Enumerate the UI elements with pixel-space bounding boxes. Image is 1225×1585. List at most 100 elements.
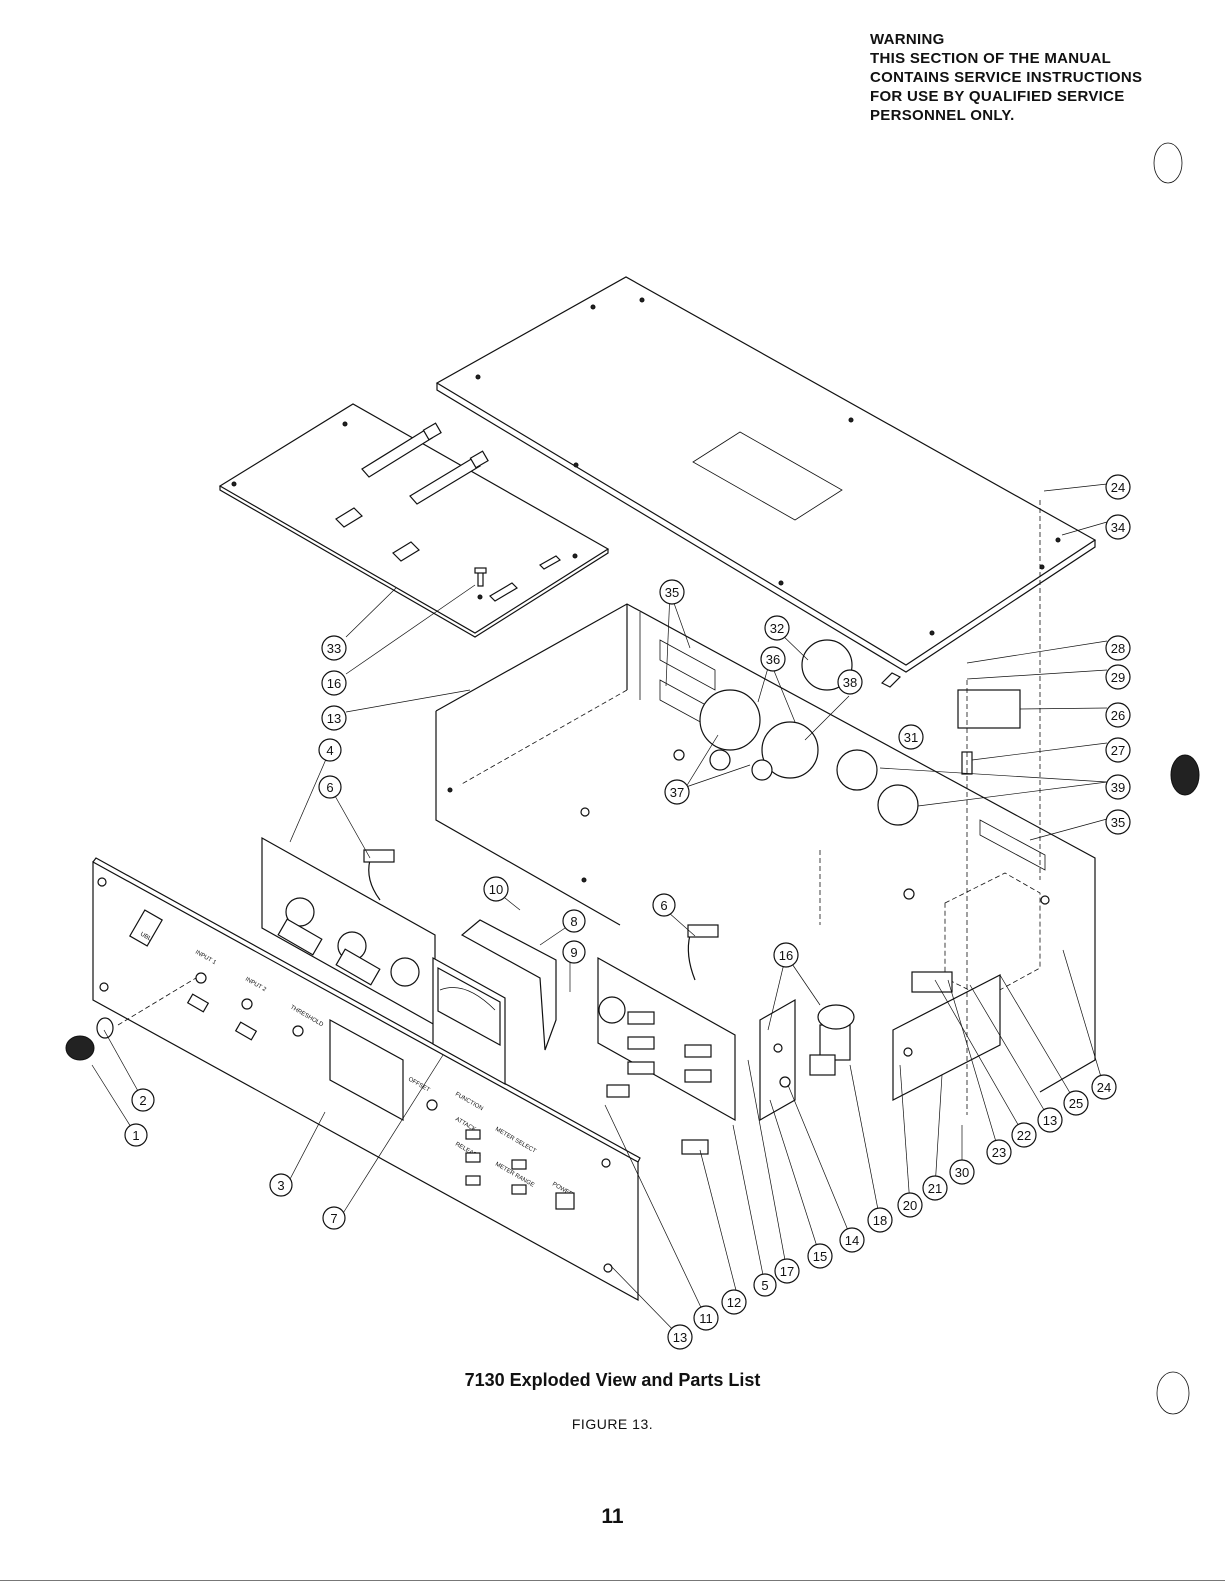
bottom-rule [0, 1580, 1225, 1581]
input-board [261, 836, 436, 1027]
svg-text:29: 29 [1111, 670, 1125, 685]
main-circuit-board [218, 403, 610, 638]
callout-13a: 13 [321, 705, 347, 731]
callout-16b: 16 [773, 942, 799, 968]
callout-26: 26 [1105, 702, 1131, 728]
svg-text:1: 1 [132, 1128, 139, 1143]
callout-13c: 13 [1037, 1107, 1063, 1133]
svg-text:11: 11 [699, 1311, 713, 1326]
svg-text:3: 3 [277, 1178, 284, 1193]
meter [432, 919, 557, 1086]
svg-text:6: 6 [660, 898, 667, 913]
svg-text:38: 38 [843, 675, 857, 690]
connectors [699, 639, 1041, 999]
svg-text:39: 39 [1111, 780, 1125, 795]
svg-text:13: 13 [673, 1330, 687, 1345]
callout-13b: 13 [667, 1324, 693, 1350]
svg-text:12: 12 [727, 1295, 741, 1310]
svg-text:28: 28 [1111, 641, 1125, 656]
svg-text:10: 10 [489, 882, 503, 897]
warning-line-1: THIS SECTION OF THE MANUAL [870, 50, 1112, 67]
svg-text:14: 14 [845, 1233, 859, 1248]
svg-text:9: 9 [570, 945, 577, 960]
callout-4: 4 [318, 738, 342, 762]
power-bracket [759, 974, 1001, 1122]
svg-text:13: 13 [1043, 1113, 1057, 1128]
callout-18: 18 [867, 1207, 893, 1233]
callout-25: 25 [1063, 1090, 1089, 1116]
svg-text:21: 21 [928, 1181, 942, 1196]
svg-text:34: 34 [1111, 520, 1125, 535]
callout-20: 20 [897, 1192, 923, 1218]
svg-text:16: 16 [779, 948, 793, 963]
callout-21: 21 [922, 1175, 948, 1201]
svg-text:23: 23 [992, 1145, 1006, 1160]
svg-text:4: 4 [326, 743, 333, 758]
figure-caption: 7130 Exploded View and Parts List [464, 1370, 761, 1390]
page-number: 11 [601, 1505, 624, 1528]
callout-31: 31 [898, 724, 924, 750]
svg-text:18: 18 [873, 1213, 887, 1228]
svg-text:26: 26 [1111, 708, 1125, 723]
svg-text:20: 20 [903, 1198, 917, 1213]
svg-text:35: 35 [665, 585, 679, 600]
svg-text:35: 35 [1111, 815, 1125, 830]
callout-24a: 24 [1105, 474, 1131, 500]
callout-16a: 16 [321, 670, 347, 696]
svg-text:15: 15 [813, 1249, 827, 1264]
callout-3: 3 [269, 1173, 293, 1197]
svg-text:6: 6 [326, 780, 333, 795]
callout-30: 30 [949, 1159, 975, 1185]
warning-heading: WARNING [870, 31, 945, 48]
callout-35b: 35 [1105, 809, 1131, 835]
callout-15: 15 [807, 1243, 833, 1269]
callout-28: 28 [1105, 635, 1131, 661]
front-panel: UBL INPUT 1 INPUT 2 THRESHOLD OFFSET FUN… [92, 857, 641, 1302]
svg-text:24: 24 [1111, 480, 1125, 495]
svg-text:27: 27 [1111, 743, 1125, 758]
warning-line-4: PERSONNEL ONLY. [870, 107, 1015, 124]
svg-text:16: 16 [327, 676, 341, 691]
callout-2: 2 [131, 1088, 155, 1112]
callout-12: 12 [721, 1289, 747, 1315]
warning-line-2: CONTAINS SERVICE INSTRUCTIONS [870, 69, 1143, 86]
callout-8: 8 [562, 909, 586, 933]
callout-11: 11 [693, 1305, 719, 1331]
callout-27: 27 [1105, 737, 1131, 763]
svg-text:25: 25 [1069, 1096, 1083, 1111]
callout-1: 1 [124, 1123, 148, 1147]
svg-text:33: 33 [327, 641, 341, 656]
callout-36: 36 [760, 646, 786, 672]
callout-14: 14 [839, 1227, 865, 1253]
callout-29: 29 [1105, 664, 1131, 690]
callout-35a: 35 [659, 579, 685, 605]
svg-text:37: 37 [670, 785, 684, 800]
svg-text:7: 7 [330, 1211, 337, 1226]
svg-text:36: 36 [766, 652, 780, 667]
callout-9: 9 [562, 940, 586, 964]
binder-holes [1153, 142, 1200, 1415]
chassis [435, 603, 1096, 1093]
callout-6b: 6 [652, 893, 676, 917]
callout-23: 23 [986, 1139, 1012, 1165]
callout-10: 10 [483, 876, 509, 902]
top-cover [435, 276, 1097, 673]
svg-text:5: 5 [761, 1278, 768, 1293]
svg-text:22: 22 [1017, 1128, 1031, 1143]
panel-logo: UBL [139, 932, 153, 943]
callout-33: 33 [321, 635, 347, 661]
switch-board [597, 924, 736, 1155]
callout-37: 37 [664, 779, 690, 805]
svg-text:17: 17 [780, 1264, 794, 1279]
svg-text:32: 32 [770, 621, 784, 636]
svg-text:30: 30 [955, 1165, 969, 1180]
warning-block: WARNING THIS SECTION OF THE MANUAL CONTA… [870, 30, 1142, 125]
callout-6a: 6 [318, 775, 342, 799]
callout-22: 22 [1011, 1122, 1037, 1148]
callout-7: 7 [322, 1206, 346, 1230]
callouts: 1 2 3 4 5 6 6 7 8 9 10 11 12 13 13 13 14… [124, 474, 1131, 1350]
svg-text:24: 24 [1097, 1080, 1111, 1095]
figure-label: FIGURE 13. [571, 1416, 654, 1432]
svg-text:2: 2 [139, 1093, 146, 1108]
